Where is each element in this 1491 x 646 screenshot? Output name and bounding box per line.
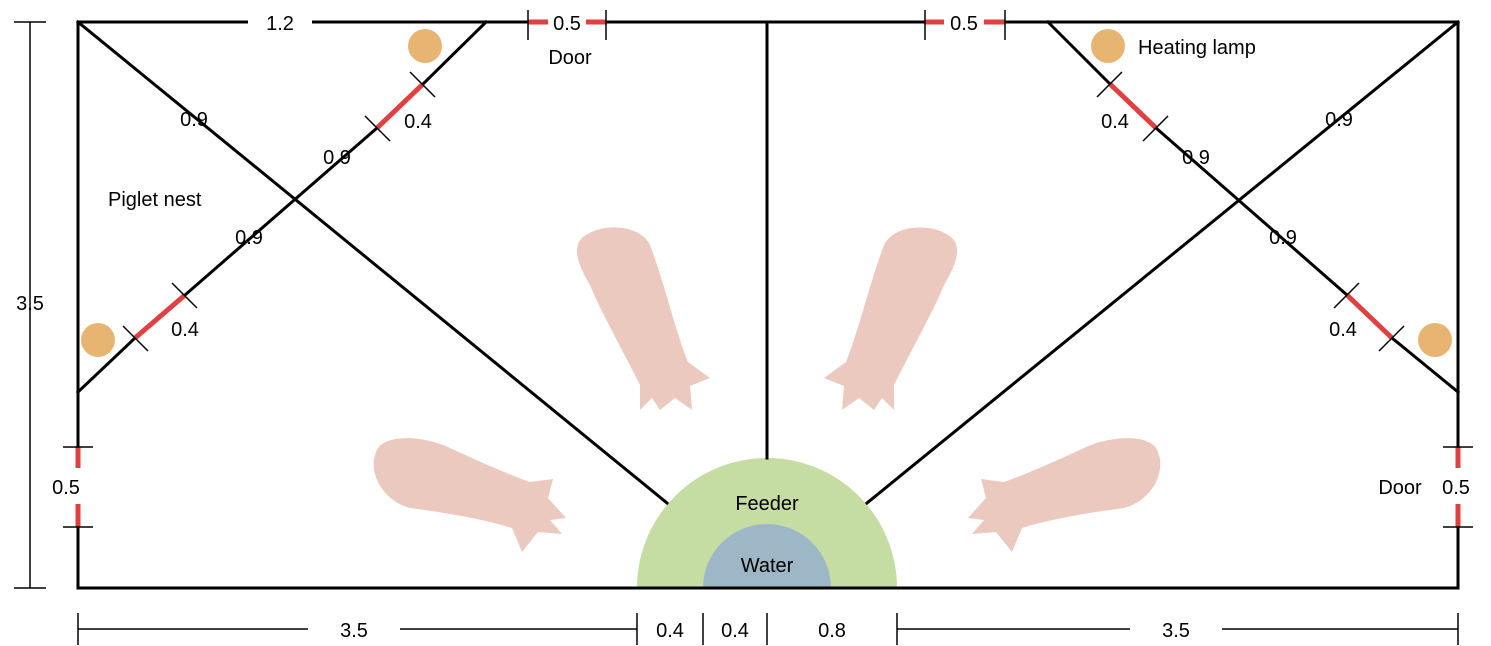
heating-lamp-icon (1091, 29, 1125, 63)
dim-left-nest-seg4: 0.4 (171, 319, 199, 341)
dim-bottom-left: 3.5 (340, 620, 368, 642)
dim-right-nest-seg1: 0.4 (1101, 111, 1129, 133)
dim-bottom-feeder-2: 0.4 (721, 620, 749, 642)
bottom-dimension (77, 613, 1459, 645)
label-water: Water (741, 555, 794, 577)
dim-left-nest-seg3: 0.9 (235, 227, 263, 249)
dim-right-nest-seg3: 0.9 (1269, 227, 1297, 249)
label-bg (944, 10, 984, 36)
dim-right-door: 0.5 (1442, 477, 1470, 499)
label-bg (248, 10, 312, 36)
outer-walls (76, 20, 1460, 590)
dim-left-nest-seg2: 0.9 (323, 147, 351, 169)
feeder-area (637, 458, 897, 588)
dim-left-door: 0.5 (52, 477, 80, 499)
dim-height: 3.5 (16, 293, 44, 315)
heating-lamp-icon (81, 323, 115, 357)
heating-lamp-icon (1418, 323, 1452, 357)
dim-right-diagonal: 0.9 (1325, 109, 1353, 131)
label-heating-lamp: Heating lamp (1138, 37, 1256, 59)
dim-top-door-left: 0.5 (553, 13, 581, 35)
openings (75, 19, 1461, 527)
label-piglet-nest: Piglet nest (108, 189, 202, 211)
dim-left-nest-seg1: 0.4 (404, 111, 432, 133)
label-feeder: Feeder (735, 493, 799, 515)
dim-bottom-right: 3.5 (1162, 620, 1190, 642)
dim-bottom-feeder-1: 0.4 (656, 620, 684, 642)
dim-top-door-right: 0.5 (950, 13, 978, 35)
dim-left-diagonal: 0.9 (180, 109, 208, 131)
label-door-right: Door (1378, 477, 1422, 499)
pig-icon (576, 227, 710, 410)
dim-top-left-wall: 1.2 (266, 13, 294, 35)
tick-marks (63, 10, 1473, 528)
dim-right-nest-seg2: 0.9 (1182, 147, 1210, 169)
label-bg (548, 10, 586, 36)
pig-icon (373, 438, 566, 552)
inner-walls (75, 19, 1461, 506)
pig-icon (824, 227, 958, 410)
dim-bottom-feeder-3: 0.8 (818, 620, 846, 642)
pig-icon (968, 438, 1161, 552)
heating-lamp-icon (408, 29, 442, 63)
water-area (703, 524, 831, 588)
label-door-top: Door (548, 47, 592, 69)
dim-right-nest-seg4: 0.4 (1329, 319, 1357, 341)
height-dimension (14, 21, 46, 589)
